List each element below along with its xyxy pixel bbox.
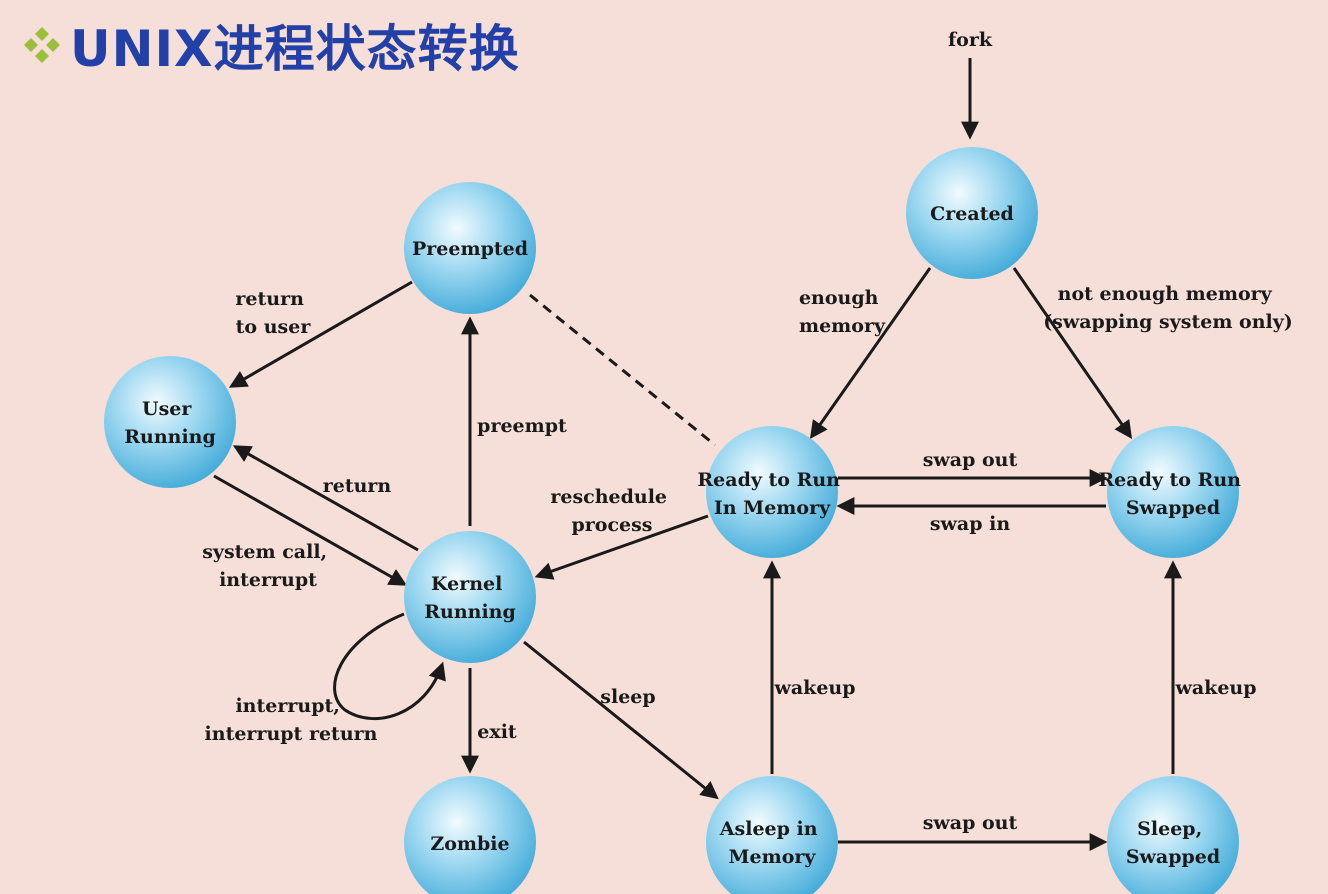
label-sleep: sleep: [600, 686, 655, 708]
state-preempted: Preempted: [404, 182, 536, 314]
edge-return-to-user: [228, 280, 413, 388]
state-created-label: Created: [930, 203, 1014, 225]
state-zombie: Zombie: [404, 776, 536, 894]
state-preempted-label: Preempted: [412, 238, 528, 260]
edge-labels: fork return to user preempt return syste…: [202, 29, 1293, 834]
state-created: Created: [906, 147, 1038, 279]
edge-sleep: [523, 640, 719, 800]
label-not-enough-memory: not enough memory (swapping system only): [1043, 283, 1293, 333]
edge-interrupt-return: [333, 612, 446, 720]
edges: [213, 58, 1182, 851]
page-title: UNIX进程状态转换: [20, 10, 520, 80]
nodes: Preempted Created User Running Kernel Ru…: [104, 147, 1247, 894]
title-text: UNIX进程状态转换: [70, 20, 520, 78]
state-ready-in-memory: Ready to Run In Memory: [697, 426, 846, 558]
state-asleep-in-memory-label: Asleep in Memory: [719, 818, 824, 868]
edge-system-call: [213, 474, 408, 586]
label-exit: exit: [477, 721, 517, 743]
label-swap-in: swap in: [930, 513, 1010, 535]
edge-reschedule: [534, 514, 709, 580]
edge-return: [232, 445, 419, 552]
state-zombie-label: Zombie: [430, 833, 509, 855]
state-ready-swapped-label: Ready to Run Swapped: [1098, 469, 1247, 519]
state-sleep-swapped-label: Sleep, Swapped: [1126, 818, 1220, 868]
state-ready-in-memory-label: Ready to Run In Memory: [697, 469, 846, 519]
label-wakeup-swapped: wakeup: [1174, 677, 1256, 699]
edge-not-enough-memory: [1012, 267, 1133, 439]
edge-enough-memory: [809, 267, 932, 439]
state-asleep-in-memory: Asleep in Memory: [706, 776, 838, 894]
label-interrupt-return: interrupt, interrupt return: [205, 695, 378, 745]
label-return-to-user: return to user: [235, 288, 311, 338]
state-sleep-swapped: Sleep, Swapped: [1107, 776, 1239, 894]
label-preempt: preempt: [477, 415, 567, 437]
state-kernel-running: Kernel Running: [404, 531, 536, 663]
state-user-running-label: User Running: [124, 398, 216, 448]
label-wakeup-mem: wakeup: [773, 677, 855, 699]
state-ready-swapped: Ready to Run Swapped: [1098, 426, 1247, 558]
edge-preempted-ready-dashed: [529, 293, 716, 447]
label-system-call: system call, interrupt: [202, 541, 334, 591]
label-reschedule: reschedule process: [550, 486, 673, 536]
label-swap-out-ready: swap out: [923, 449, 1018, 471]
diamond-cluster-icon: [24, 27, 60, 63]
label-fork: fork: [948, 29, 993, 51]
state-kernel-running-label: Kernel Running: [424, 573, 516, 623]
state-user-running: User Running: [104, 356, 236, 488]
label-enough-memory: enough memory: [799, 287, 886, 337]
label-swap-out-sleep: swap out: [923, 812, 1018, 834]
label-return: return: [323, 475, 392, 497]
